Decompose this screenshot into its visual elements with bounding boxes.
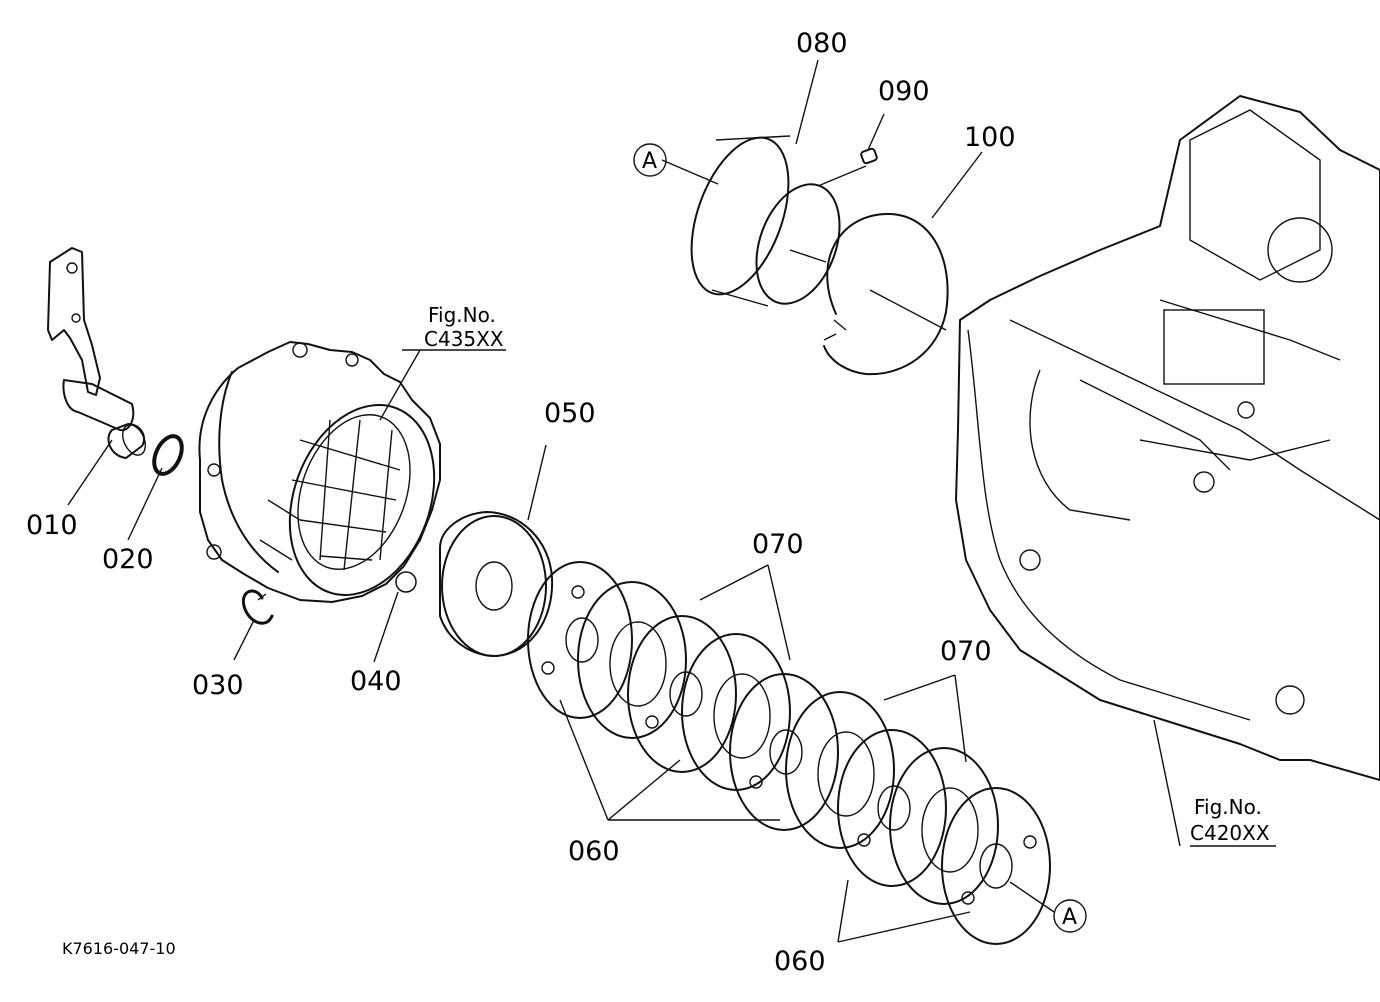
callout-070-lower: 070 [940, 636, 992, 667]
part-010-lever-shaft [47, 247, 147, 459]
callout-050: 050 [544, 398, 596, 429]
part-030-snap-ring [241, 589, 274, 625]
callout-labels: 010 020 030 040 050 070 070 060 060 080 … [26, 28, 1016, 977]
fig-ref-c420-line2: C420XX [1190, 821, 1270, 845]
part-040-ball [395, 571, 417, 593]
fig-ref-c420-line1: Fig.No. [1194, 795, 1262, 819]
clutch-housing [198, 341, 441, 603]
part-100-snap-ring [823, 213, 949, 376]
part-050-plate [439, 511, 554, 657]
callout-080: 080 [796, 28, 848, 59]
callout-070-upper: 070 [752, 529, 804, 560]
part-020-o-ring [152, 434, 184, 476]
marker-a-top: A [642, 149, 657, 174]
disc-060-2 [627, 615, 737, 773]
part-090-pin [860, 147, 878, 165]
callout-040: 040 [350, 666, 402, 697]
leader-lines [67, 59, 1276, 943]
plate-070-4 [889, 747, 999, 905]
marker-a-bottom: A [1062, 905, 1077, 930]
callout-060-upper: 060 [568, 836, 620, 867]
callout-030: 030 [192, 670, 244, 701]
fig-ref-c435-line2: C435XX [424, 327, 504, 351]
callout-090: 090 [878, 76, 930, 107]
disc-060-1 [527, 561, 633, 719]
reference-markers: A A [633, 143, 1087, 933]
callout-010: 010 [26, 510, 78, 541]
transmission-case [955, 95, 1380, 781]
figure-refs: Fig.No. C435XX Fig.No. C420XX [424, 303, 1270, 845]
callout-100: 100 [964, 122, 1016, 153]
callout-020: 020 [102, 544, 154, 575]
plate-070-1 [577, 581, 687, 739]
disc-060-4 [837, 729, 947, 887]
callout-060-lower: 060 [774, 946, 826, 977]
fig-ref-c435-line1: Fig.No. [428, 303, 496, 327]
marker-a-bottom-circle [1053, 899, 1087, 933]
disc-stack [527, 561, 1051, 945]
marker-a-top-circle [633, 143, 667, 177]
disc-060-5 [941, 787, 1051, 945]
plate-070-3 [785, 691, 895, 849]
disc-060-3 [729, 673, 839, 831]
drawing-number: K7616-047-10 [62, 939, 176, 958]
